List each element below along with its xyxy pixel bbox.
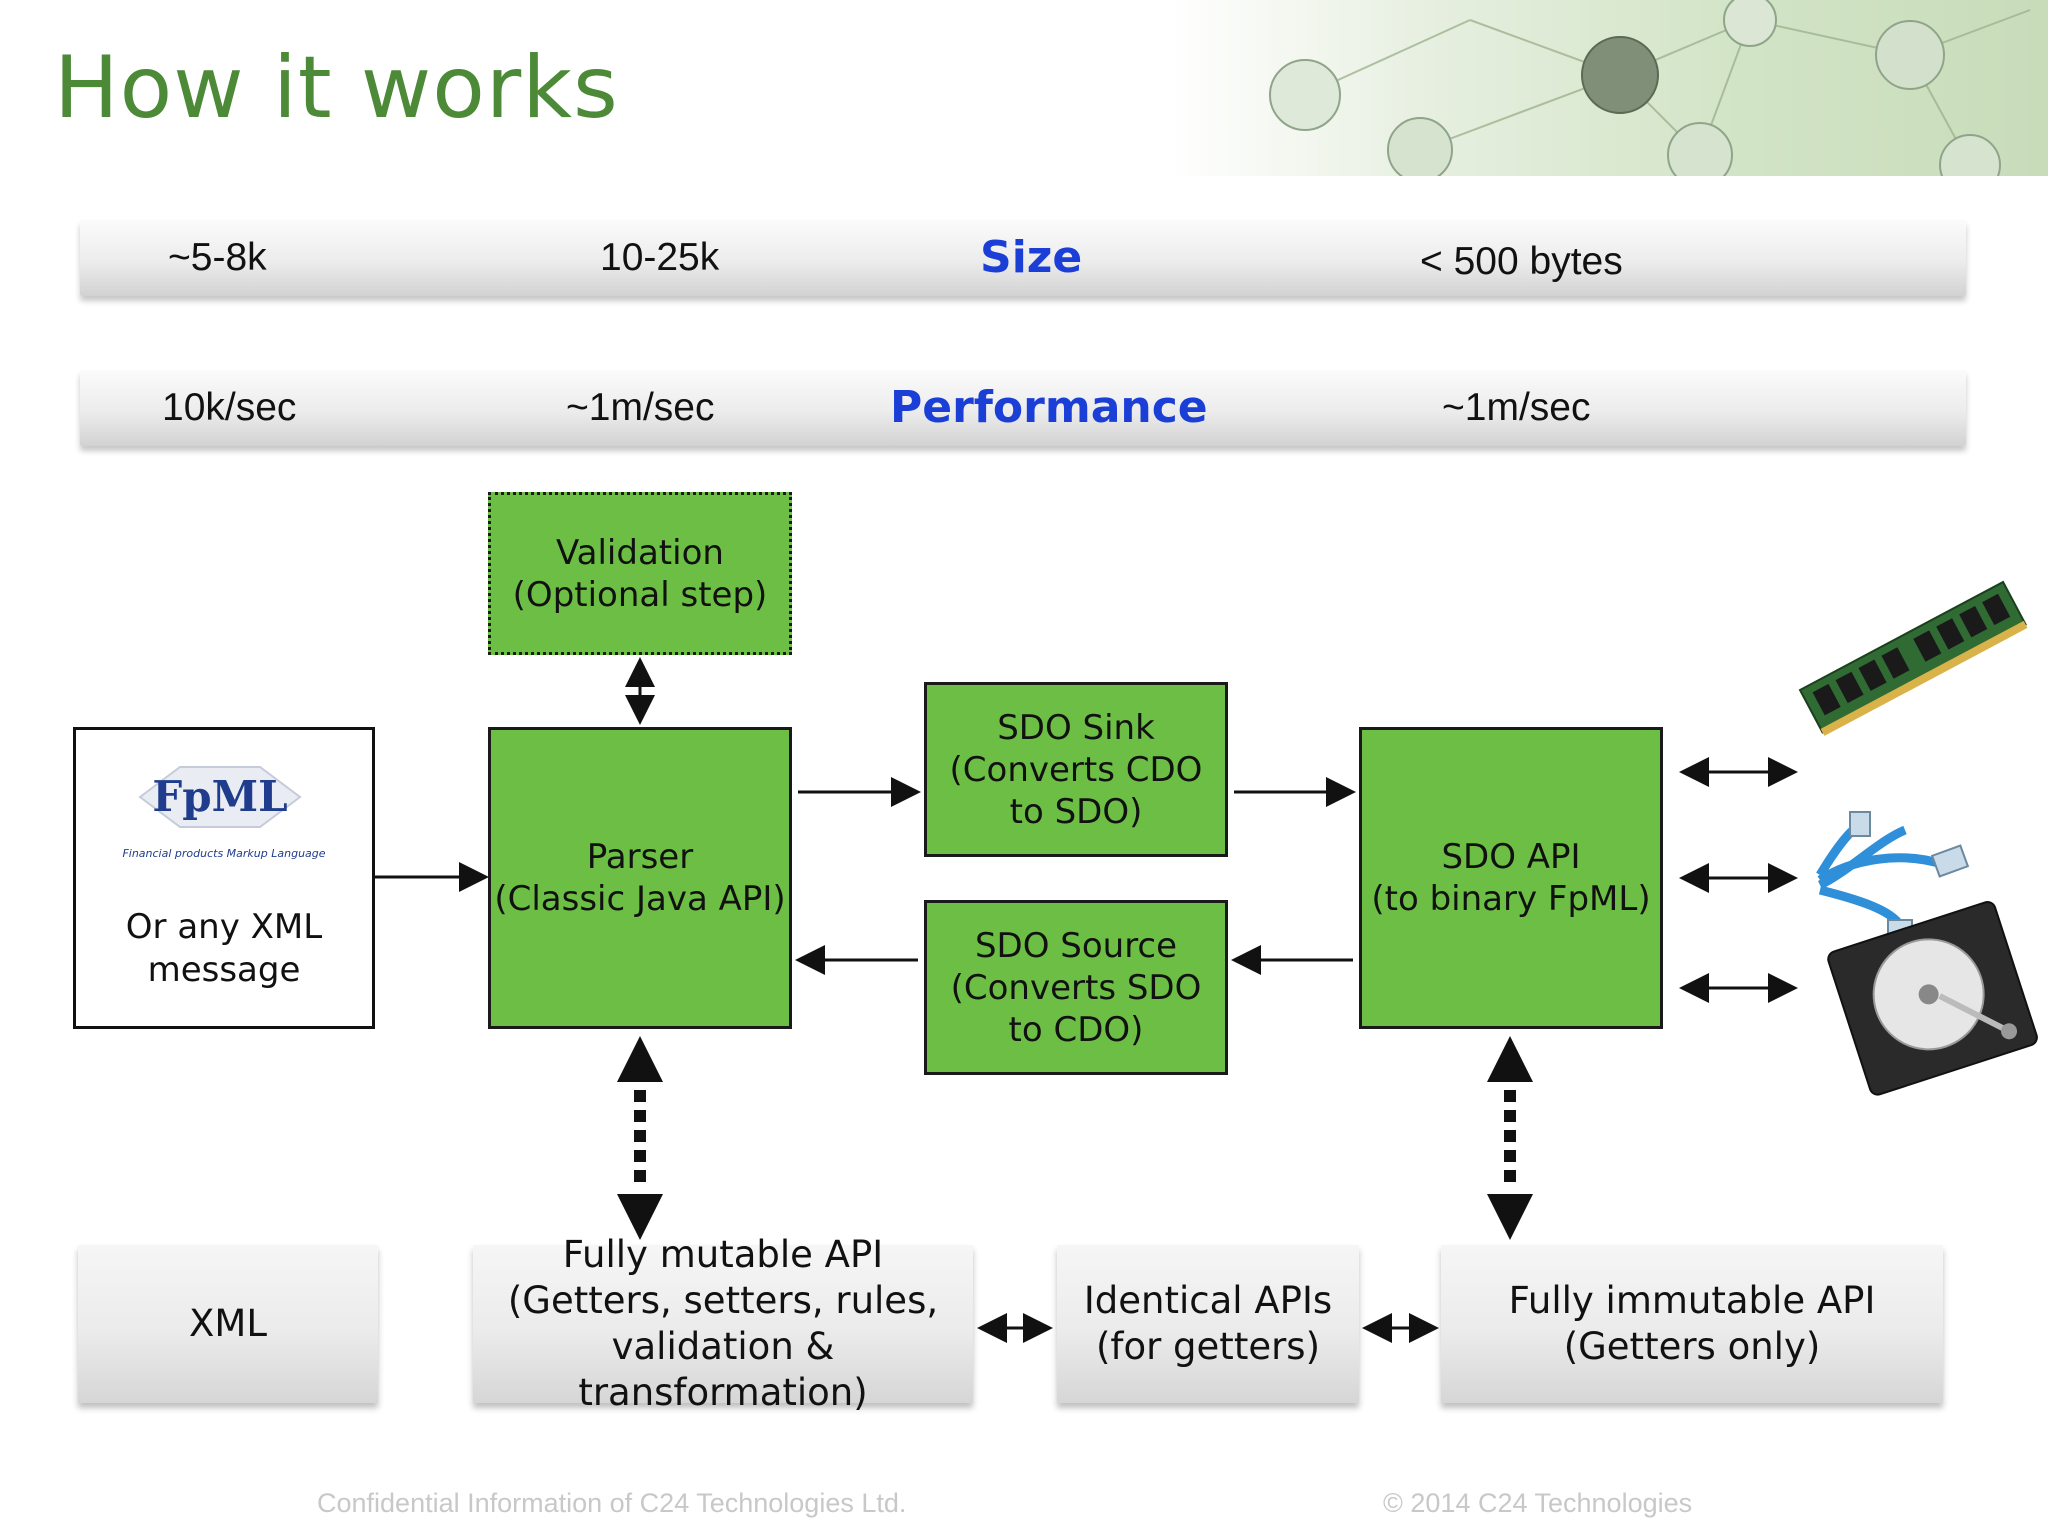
immutable-api-label: Fully immutable API (Getters only)	[1508, 1279, 1876, 1368]
parser-box: Parser (Classic Java API)	[488, 727, 792, 1029]
xml-api-box: XML	[78, 1245, 378, 1403]
sdo-source-box: SDO Source (Converts SDO to CDO)	[924, 900, 1228, 1075]
xml-api-label: XML	[189, 1302, 267, 1345]
parser-label: Parser (Classic Java API)	[494, 837, 786, 919]
copyright-notice: © 2014 C24 Technologies	[1383, 1488, 1693, 1518]
immutable-api-box: Fully immutable API (Getters only)	[1441, 1245, 1943, 1403]
page-title: How it works	[54, 38, 619, 138]
perf-xml-value: 10k/sec	[162, 386, 297, 429]
identical-apis-box: Identical APIs (for getters)	[1057, 1245, 1359, 1403]
size-sdo-value: < 500 bytes	[1420, 240, 1623, 283]
sdo-immutable-dotted-arrow	[1487, 1036, 1533, 1240]
sdo-sink-label: SDO Sink (Converts CDO to SDO)	[949, 707, 1203, 832]
fpml-tagline: Financial products Markup Language	[122, 847, 326, 860]
size-xml-value: ~5-8k	[168, 236, 267, 279]
perf-parser-value: ~1m/sec	[566, 386, 715, 429]
performance-title: Performance	[890, 382, 1208, 433]
network-cables-icon	[1816, 811, 1970, 943]
identical-apis-label: Identical APIs (for getters)	[1083, 1279, 1333, 1368]
network-globes-icon	[1170, 0, 2048, 176]
memory-module-icon	[1798, 580, 2028, 736]
network-globes-graphic	[1269, 0, 2031, 176]
sdo-api-box: SDO API (to binary FpML)	[1359, 727, 1663, 1029]
hard-drive-icon	[1827, 901, 2038, 1096]
performance-metric-bar: 10k/sec ~1m/sec Performance ~1m/sec	[80, 370, 1966, 446]
size-parser-value: 10-25k	[600, 236, 720, 279]
size-title: Size	[980, 232, 1083, 283]
mutable-api-label: Fully mutable API (Getters, setters, rul…	[507, 1233, 939, 1414]
sdo-sink-box: SDO Sink (Converts CDO to SDO)	[924, 682, 1228, 857]
xml-source-box: FpML Financial products Markup Language …	[73, 727, 375, 1029]
fpml-logo: FpML	[130, 762, 310, 832]
sdo-api-label: SDO API (to binary FpML)	[1371, 837, 1651, 919]
perf-sdo-value: ~1m/sec	[1442, 386, 1591, 429]
source-description: Or any XML message	[125, 907, 323, 990]
size-metric-bar: ~5-8k 10-25k Size < 500 bytes	[80, 220, 1966, 296]
sdo-source-label: SDO Source (Converts SDO to CDO)	[950, 925, 1202, 1050]
fpml-logo-text: FpML	[152, 772, 288, 821]
validation-label: Validation (Optional step)	[512, 532, 768, 615]
confidential-notice: Confidential Information of C24 Technolo…	[317, 1488, 907, 1518]
validation-box: Validation (Optional step)	[488, 492, 792, 655]
mutable-api-box: Fully mutable API (Getters, setters, rul…	[473, 1233, 973, 1414]
parser-mutable-dotted-arrow	[617, 1036, 663, 1240]
